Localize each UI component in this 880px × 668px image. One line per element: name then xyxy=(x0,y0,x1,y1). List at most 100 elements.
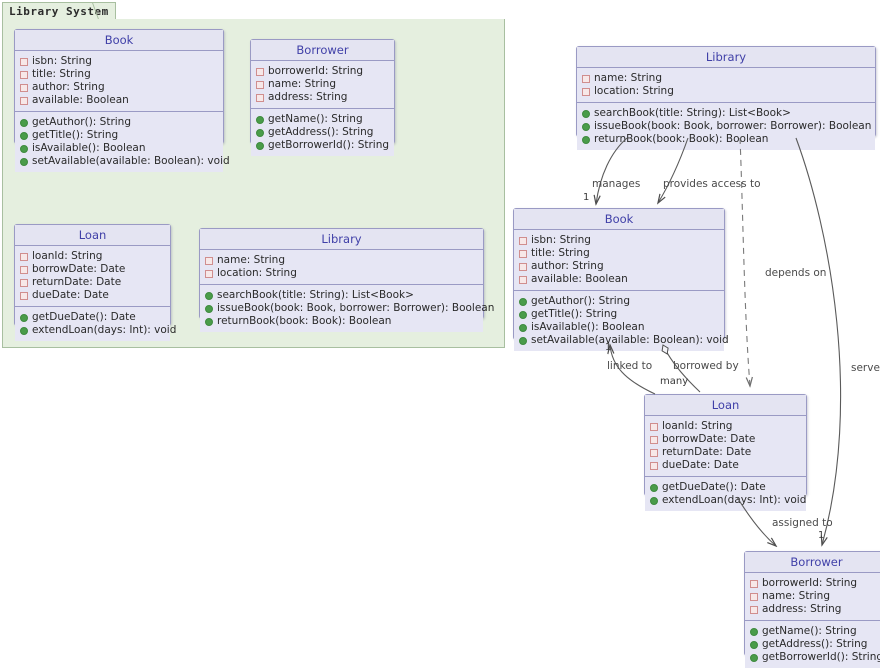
method-row: issueBook(book: Book, borrower: Borrower… xyxy=(582,120,872,133)
method-text: getBorrowerId(): String xyxy=(762,651,880,663)
private-marker-icon xyxy=(20,265,28,274)
method-row: getName(): String xyxy=(750,625,880,638)
attribute-text: name: String xyxy=(762,590,830,602)
attribute-text: dueDate: Date xyxy=(662,459,739,471)
class-title: Library xyxy=(200,229,483,250)
public-marker-icon xyxy=(20,144,28,153)
attribute-row: author: String xyxy=(519,260,719,273)
class-book-main[interactable]: Book isbn: String title: String author: … xyxy=(513,208,729,351)
method-text: issueBook(book: Book, borrower: Borrower… xyxy=(594,120,872,132)
attribute-text: title: String xyxy=(531,247,590,259)
method-row: getAddress(): String xyxy=(750,638,880,651)
attribute-text: borrowDate: Date xyxy=(32,263,126,275)
method-row: searchBook(title: String): List<Book> xyxy=(205,289,478,302)
attribute-row: loanId: String xyxy=(650,420,801,433)
public-marker-icon xyxy=(582,135,590,144)
method-text: extendLoan(days: Int): void xyxy=(32,324,177,336)
class-attributes: loanId: String borrowDate: Date returnDa… xyxy=(645,416,806,477)
class-methods: getDueDate(): Date extendLoan(days: Int)… xyxy=(15,307,176,341)
method-text: returnBook(book: Book): Boolean xyxy=(594,133,769,145)
attribute-row: address: String xyxy=(256,91,389,104)
class-title: Borrower xyxy=(251,40,394,61)
attribute-row: location: String xyxy=(205,267,478,280)
method-text: setAvailable(available: Boolean): void xyxy=(531,334,729,346)
class-attributes: loanId: String borrowDate: Date returnDa… xyxy=(15,246,170,307)
attribute-text: borrowerId: String xyxy=(762,577,858,589)
method-text: getDueDate(): Date xyxy=(32,311,136,323)
method-text: searchBook(title: String): List<Book> xyxy=(594,107,791,119)
class-loan-package[interactable]: Loan loanId: String borrowDate: Date ret… xyxy=(14,224,176,341)
attribute-text: loanId: String xyxy=(662,420,733,432)
attribute-text: name: String xyxy=(268,78,336,90)
class-attributes: borrowerId: String name: String address:… xyxy=(745,573,880,621)
attribute-text: author: String xyxy=(531,260,604,272)
class-title: Book xyxy=(514,209,724,230)
attribute-row: borrowerId: String xyxy=(256,65,389,78)
class-title: Loan xyxy=(645,395,806,416)
class-borrower-package[interactable]: Borrower borrowerId: String name: String… xyxy=(250,39,395,156)
attribute-row: returnDate: Date xyxy=(20,276,165,289)
private-marker-icon xyxy=(650,461,658,470)
edge-label-linked-to: linked to xyxy=(607,360,653,372)
class-title: Loan xyxy=(15,225,170,246)
method-text: getBorrowerId(): String xyxy=(268,139,390,151)
attribute-text: location: String xyxy=(594,85,674,97)
method-text: getName(): String xyxy=(762,625,857,637)
class-book-package[interactable]: Book isbn: String title: String author: … xyxy=(14,29,230,172)
public-marker-icon xyxy=(582,122,590,131)
method-row: isAvailable(): Boolean xyxy=(20,142,218,155)
attribute-text: name: String xyxy=(594,72,662,84)
public-marker-icon xyxy=(750,627,758,636)
attribute-text: title: String xyxy=(32,68,91,80)
class-title: Book xyxy=(15,30,223,51)
class-library-main[interactable]: Library name: String location: String se… xyxy=(576,46,876,150)
attribute-row: name: String xyxy=(205,254,478,267)
method-row: getDueDate(): Date xyxy=(650,481,801,494)
public-marker-icon xyxy=(205,304,213,313)
edge-label-manages: manages xyxy=(592,178,641,190)
public-marker-icon xyxy=(582,109,590,118)
private-marker-icon xyxy=(750,605,758,614)
attribute-row: available: Boolean xyxy=(519,273,719,286)
public-marker-icon xyxy=(20,118,28,127)
class-methods: getName(): String getAddress(): String g… xyxy=(251,109,394,156)
public-marker-icon xyxy=(20,131,28,140)
method-row: getBorrowerId(): String xyxy=(750,651,880,664)
public-marker-icon xyxy=(256,128,264,137)
attribute-text: borrowerId: String xyxy=(268,65,364,77)
method-row: getBorrowerId(): String xyxy=(256,139,389,152)
public-marker-icon xyxy=(256,141,264,150)
attribute-row: title: String xyxy=(519,247,719,260)
attribute-row: borrowDate: Date xyxy=(650,433,801,446)
class-library-package[interactable]: Library name: String location: String se… xyxy=(199,228,494,332)
public-marker-icon xyxy=(650,483,658,492)
class-borrower-main[interactable]: Borrower borrowerId: String name: String… xyxy=(744,551,880,668)
private-marker-icon xyxy=(650,422,658,431)
method-row: getName(): String xyxy=(256,113,389,126)
multiplicity-serves: 1 xyxy=(818,530,825,541)
method-row: issueBook(book: Book, borrower: Borrower… xyxy=(205,302,494,315)
method-text: searchBook(title: String): List<Book> xyxy=(217,289,414,301)
class-attributes: borrowerId: String name: String address:… xyxy=(251,61,394,109)
attribute-text: dueDate: Date xyxy=(32,289,109,301)
private-marker-icon xyxy=(205,256,213,265)
attribute-text: address: String xyxy=(762,603,842,615)
private-marker-icon xyxy=(519,236,527,245)
class-attributes: name: String location: String xyxy=(200,250,483,285)
method-row: returnBook(book: Book): Boolean xyxy=(205,315,478,328)
public-marker-icon xyxy=(20,326,28,335)
method-text: isAvailable(): Boolean xyxy=(32,142,146,154)
private-marker-icon xyxy=(20,57,28,66)
attribute-row: title: String xyxy=(20,68,218,81)
private-marker-icon xyxy=(20,252,28,261)
method-row: setAvailable(available: Boolean): void xyxy=(519,334,729,347)
method-text: getAddress(): String xyxy=(268,126,374,138)
attribute-text: borrowDate: Date xyxy=(662,433,756,445)
class-loan-main[interactable]: Loan loanId: String borrowDate: Date ret… xyxy=(644,394,807,511)
attribute-text: isbn: String xyxy=(32,55,92,67)
edge-label-borrowed-by: borrowed by xyxy=(673,360,739,372)
attribute-row: available: Boolean xyxy=(20,94,218,107)
private-marker-icon xyxy=(519,262,527,271)
method-row: extendLoan(days: Int): void xyxy=(20,324,176,337)
method-text: issueBook(book: Book, borrower: Borrower… xyxy=(217,302,495,314)
